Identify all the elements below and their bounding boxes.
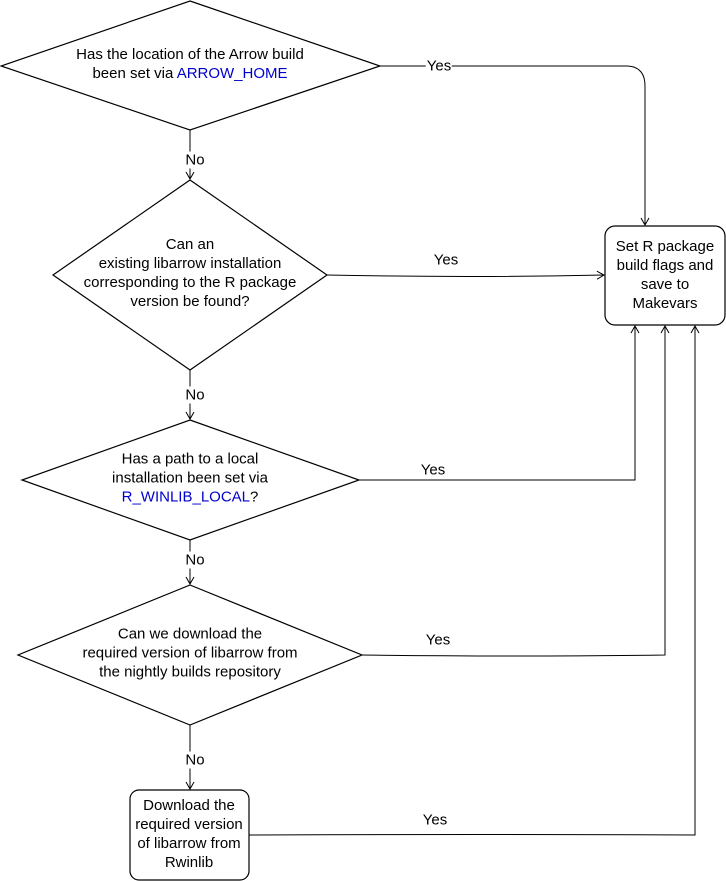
q3-line-3-suffix: ? xyxy=(250,488,259,506)
q3-text: Has a path to a local installation been … xyxy=(112,450,268,507)
edge-label-q3-yes: Yes xyxy=(420,461,446,479)
q1-text: Has the location of the Arrow build been… xyxy=(76,45,304,83)
q2-text: Can an existing libarrow installation co… xyxy=(84,235,297,311)
download-text: Download the required version of libarro… xyxy=(135,796,243,872)
q2-line-2: existing libarrow installation xyxy=(98,255,282,272)
q1-line-2: been set via ARROW_HOME xyxy=(76,64,304,83)
edge-q3-yes xyxy=(359,324,640,481)
q3-line-3: R_WINLIB_LOCAL? xyxy=(112,488,268,507)
q4-line-3: the nightly builds repository xyxy=(99,663,281,681)
edge-label-q2-yes: Yes xyxy=(433,251,459,269)
edge-label-download-yes: Yes xyxy=(422,811,448,829)
q1-line-1: Has the location of the Arrow build xyxy=(76,46,304,63)
edge-label-q1-yes: Yes xyxy=(425,57,453,75)
q4-line-2: required version of libarrow from xyxy=(82,644,298,662)
result-line-4: Makevars xyxy=(632,295,698,312)
download-line-2: required version xyxy=(135,816,243,833)
arrow-home-link[interactable]: ARROW_HOME xyxy=(176,65,288,82)
result-line-1: Set R package xyxy=(615,238,715,255)
q2-line-4: version be found? xyxy=(130,293,250,310)
q3-line-2: installation been set via xyxy=(112,469,268,487)
q2-line-1: Can an xyxy=(165,236,215,253)
result-line-2: build flags and xyxy=(616,257,714,274)
edge-label-q1-no: No xyxy=(184,151,206,169)
edge-q2-yes xyxy=(326,270,606,280)
edge-download-yes xyxy=(248,324,700,836)
download-line-3: of libarrow from xyxy=(137,835,241,852)
edge-label-q3-no: No xyxy=(184,551,206,569)
result-line-3: save to xyxy=(640,276,690,293)
edge-label-q4-yes: Yes xyxy=(425,631,451,649)
download-line-4: Rwinlib xyxy=(164,854,214,871)
edge-label-q2-no: No xyxy=(184,386,206,404)
q4-text: Can we download the required version of … xyxy=(82,625,297,682)
q3-line-1: Has a path to a local xyxy=(121,450,259,468)
edge-q4-yes xyxy=(361,324,670,657)
q1-line-2-prefix: been set via xyxy=(92,65,177,82)
result-text: Set R package build flags and save to Ma… xyxy=(616,237,714,313)
q4-line-1: Can we download the xyxy=(117,625,263,643)
edge-q1-yes xyxy=(380,65,650,227)
edge-label-q4-no: No xyxy=(184,751,206,769)
q2-line-3: corresponding to the R package xyxy=(83,274,297,291)
download-line-1: Download the xyxy=(143,797,235,814)
r-winlib-local-link[interactable]: R_WINLIB_LOCAL xyxy=(121,488,251,506)
